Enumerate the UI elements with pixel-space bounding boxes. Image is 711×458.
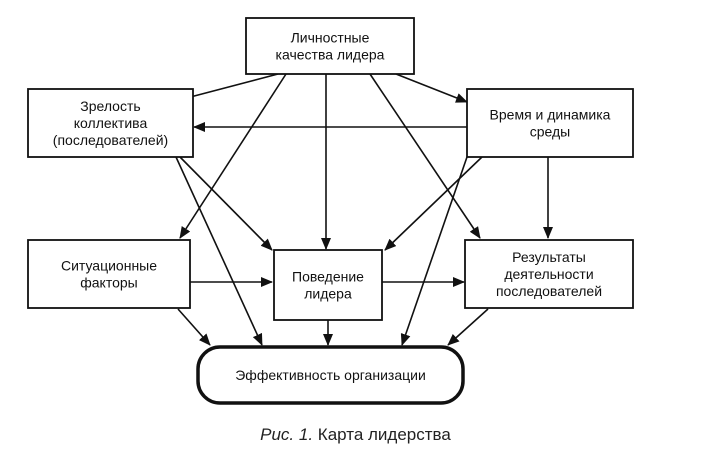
node-maturity-label: (последователей) [53, 132, 168, 148]
arrow-results-to-effectiveness [447, 308, 489, 346]
node-situation-label: Ситуационные [61, 258, 157, 274]
node-time-label: среды [530, 124, 571, 140]
node-results-box [464, 239, 634, 309]
arrow-maturity-to-effectiveness [175, 156, 263, 346]
node-maturity-label: Зрелость [80, 98, 140, 114]
node-effectiveness-box [196, 345, 465, 405]
node-behavior-label: Поведение [292, 269, 364, 285]
node-effectiveness-label: Эффективность организации [235, 367, 426, 383]
node-time-box [466, 88, 634, 158]
node-personal-label: Личностные [291, 30, 370, 46]
figure-caption: Рис. 1. Карта лидерства [0, 425, 711, 445]
node-situation-box [27, 239, 191, 309]
node-results-label: последователей [496, 283, 602, 299]
node-effectiveness: Эффективность организации [196, 345, 465, 405]
arrow-personal-to-maturity [178, 73, 279, 103]
node-maturity-label: коллектива [74, 115, 148, 131]
arrow-personal-to-situation [179, 73, 287, 239]
arrow-personal-to-results [369, 73, 481, 239]
node-time-label: Время и динамика [490, 107, 611, 123]
node-personal-box [245, 17, 415, 75]
node-personal-label: качества лидера [276, 47, 385, 63]
arrow-time-to-effectiveness [400, 156, 468, 346]
node-situation-label: факторы [80, 275, 137, 291]
arrow-personal-to-time [395, 73, 468, 103]
figure-caption-text: Карта лидерства [317, 425, 451, 444]
figure-caption-prefix: Рис. 1. [260, 425, 314, 444]
node-results-label: деятельности [504, 266, 593, 282]
node-maturity-box [27, 88, 194, 158]
arrow-time-to-behavior [384, 156, 483, 251]
node-results-label: Результаты [512, 249, 586, 265]
arrow-maturity-to-behavior [179, 156, 273, 251]
node-behavior-label: лидера [304, 286, 352, 302]
arrow-situation-to-effectiveness [177, 308, 211, 346]
edges-layer [175, 73, 553, 346]
node-behavior-box [273, 249, 383, 321]
